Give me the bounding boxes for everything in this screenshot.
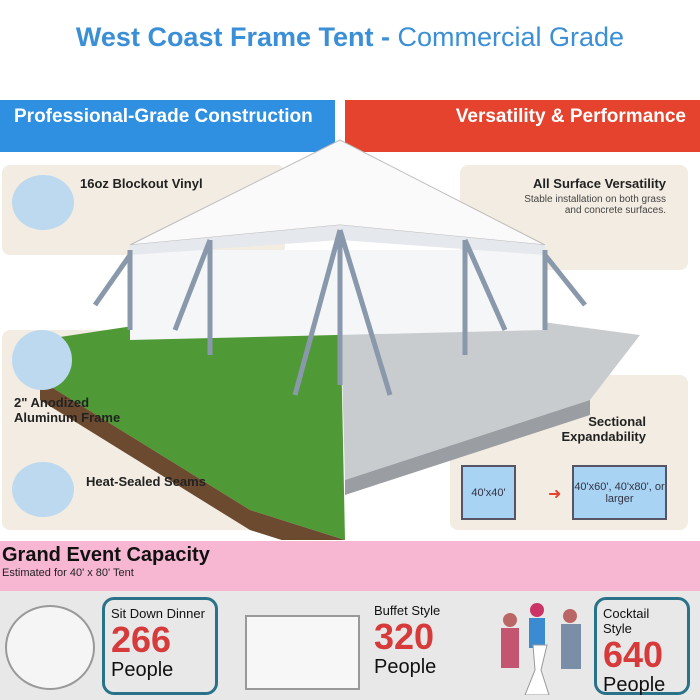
right-header: Versatility & Performance xyxy=(345,100,700,152)
frame-poles xyxy=(92,229,587,396)
grass-area xyxy=(40,295,345,540)
capacity-band: Grand Event Capacity Estimated for 40' x… xyxy=(0,541,700,591)
vinyl-layers-icon xyxy=(12,175,74,230)
capacity-title: Grand Event Capacity xyxy=(2,544,210,566)
surface-title: All Surface Versatility xyxy=(533,176,666,191)
capacity-buffet: Buffet Style 320 People xyxy=(374,603,441,678)
left-header: Professional-Grade Construction xyxy=(0,100,335,152)
concrete-slab xyxy=(340,295,640,480)
buffet-table-illustration xyxy=(245,615,360,690)
dinner-table-illustration xyxy=(5,605,95,690)
arrow-right-icon: ➜ xyxy=(548,486,562,503)
feature-frame: 2" Anodized Aluminum Frame xyxy=(14,395,121,425)
feature-seams: Heat-Sealed Seams xyxy=(86,474,206,489)
tent-illustration xyxy=(40,139,640,540)
capacity-subtitle: Estimated for 40' x 80' Tent xyxy=(2,567,134,579)
feature-vinyl: 16oz Blockout Vinyl xyxy=(80,176,203,191)
capacity-dinner: Sit Down Dinner 266 People xyxy=(102,597,218,695)
aluminum-tube-icon xyxy=(12,330,72,390)
surface-desc: Stable installation on both grass and co… xyxy=(524,194,666,216)
size-40x40: 40'x40' xyxy=(461,465,516,520)
page-title: West Coast Frame Tent - Commercial Grade xyxy=(75,22,625,52)
cocktail-people-illustration xyxy=(495,600,590,696)
expand-title: Sectional Expandability xyxy=(561,414,646,444)
seam-layers-icon xyxy=(12,462,74,517)
size-expanded: 40'x60', 40'x80', or larger xyxy=(572,465,667,520)
capacity-cocktail: Cocktail Style 640 People xyxy=(594,597,690,696)
